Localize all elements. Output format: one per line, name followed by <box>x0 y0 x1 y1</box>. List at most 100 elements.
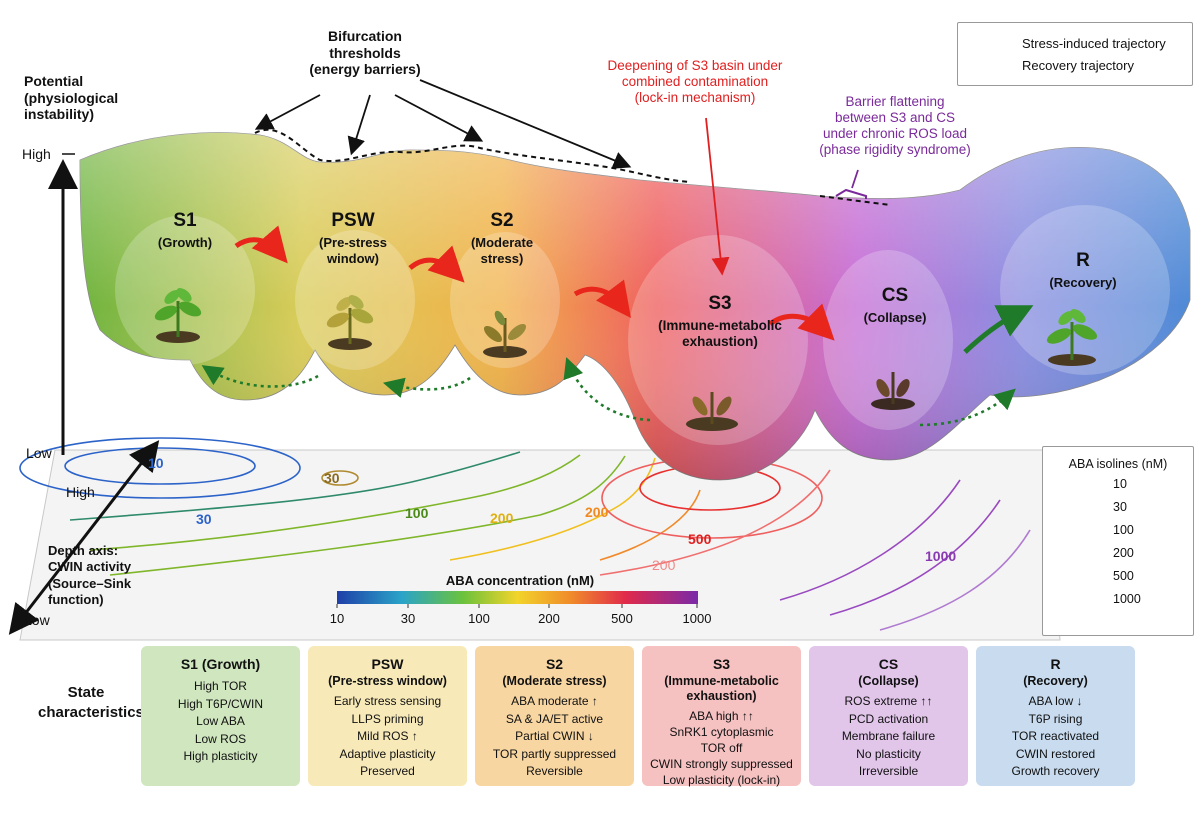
basin-cs-name: CS <box>881 285 909 306</box>
depth-title-line-2: CWIN activity <box>48 559 132 575</box>
card-cs-item: Irreversible <box>858 764 919 778</box>
trajectory-legend: Stress-induced trajectory Recovery traje… <box>957 22 1193 86</box>
isolines-title: ABA isolines (nM) <box>1068 457 1168 471</box>
basin-label-cs: CS (Collapse) <box>850 285 940 326</box>
state-label-line-1: State <box>67 684 105 701</box>
basin-label-s2: S2 (Moderate stress) <box>452 210 552 266</box>
card-s3-title-2: exhaustion) <box>686 689 757 703</box>
contour-label-200-c: 200 <box>652 557 676 573</box>
basin-r-name: R <box>1076 250 1090 271</box>
flattening-line-2: between S3 and CS <box>834 109 956 125</box>
contour-label-30-b: 30 <box>324 470 340 486</box>
depth-title-line-1: Depth axis: <box>48 543 119 558</box>
stress-arrow-s1-psw <box>234 225 288 264</box>
deepening-annotation: Deepening of S3 basin under combined con… <box>590 58 800 106</box>
landscape-shading <box>80 132 1190 480</box>
potential-axis-title: Potential (physiological instability) <box>24 73 118 123</box>
basin-label-r: R (Recovery) <box>1028 250 1138 291</box>
recovery-arrow-cs-r <box>963 305 1034 354</box>
barrier-ridge-dashed <box>254 128 691 183</box>
bifurcation-arrow-4 <box>419 79 632 169</box>
state-card-psw: PSW(Pre-stress window)Early stress sensi… <box>308 646 467 786</box>
colorbar-tick-1000: 1000 <box>682 611 712 626</box>
card-s2-item: SA & JA/ET active <box>505 711 604 726</box>
bifurcation-line-2: thresholds <box>329 44 401 61</box>
plant-healthy-s1 <box>154 288 202 343</box>
contour-label-10: 10 <box>148 455 164 471</box>
basin-s3-sub-2: exhaustion) <box>682 334 758 350</box>
basin-label-psw: PSW (Pre-stress window) <box>303 210 403 266</box>
basin-psw-name: PSW <box>331 210 375 231</box>
potential-title-line-2: (physiological <box>24 89 119 106</box>
plant-exhausted-s3 <box>686 392 738 431</box>
potential-title-line-3: instability) <box>24 106 95 123</box>
deepening-line-1: Deepening of S3 basin under <box>607 58 783 73</box>
card-s3-item: TOR off <box>700 741 743 755</box>
basin-s2-sub-1: (Moderate <box>470 235 534 251</box>
colorbar-gradient <box>337 591 698 604</box>
stress-arrow-s3-cs <box>768 303 835 341</box>
card-s3-item: SnRK1 cytoplasmic <box>669 725 774 739</box>
contour-label-100: 100 <box>405 505 429 521</box>
card-s2-item: TOR partly suppressed <box>492 746 617 761</box>
depth-high-label: High <box>66 484 95 500</box>
colorbar-tick-200: 200 <box>538 611 560 626</box>
bifurcation-arrow-3 <box>394 94 484 142</box>
card-s1-item: High plasticity <box>183 749 258 763</box>
contour-label-1000: 1000 <box>925 548 957 564</box>
contour-label-30-a: 30 <box>196 511 212 527</box>
return-arrows <box>201 357 1016 427</box>
card-cs-item: ROS extreme ↑↑ <box>844 694 933 708</box>
card-s1-item: High TOR <box>194 679 247 693</box>
flattening-arrow <box>851 169 859 189</box>
card-cs-title-0: CS <box>878 656 899 672</box>
basin-s1-name: S1 <box>173 210 197 231</box>
legend-recovery-label: Recovery trajectory <box>1022 58 1134 73</box>
state-card-cs: CS (Collapse) ROS extreme ↑↑ PCD activation… <box>809 646 968 786</box>
bifurcation-line-1: Bifurcation <box>328 28 402 44</box>
card-s3-item: Low plasticity (lock-in) <box>662 773 781 787</box>
bifurcation-arrow-1 <box>254 94 321 130</box>
isolines-legend: ABA isolines (nM) 10 30 100 200 500 1000 <box>1042 446 1194 636</box>
card-r-item: CWIN restored <box>1015 746 1096 761</box>
card-r-item: Growth recovery <box>1011 764 1100 778</box>
card-cs-item: No plasticity <box>856 746 921 761</box>
card-s3-title-0: S3 <box>712 656 731 672</box>
card-cs-title-1: (Collapse) <box>858 674 919 688</box>
card-r-item: T6P rising <box>1028 711 1083 726</box>
isoline-label-10: 10 <box>1113 477 1127 491</box>
isoline-label-200: 200 <box>1113 546 1134 560</box>
basin-s2-name: S2 <box>490 210 514 231</box>
basin-cs-sub: (Collapse) <box>863 310 927 326</box>
colorbar-tick-10: 10 <box>329 611 345 626</box>
card-s3-item: CWIN strongly suppressed <box>650 757 793 771</box>
deepening-line-3: (lock-in mechanism) <box>634 89 756 105</box>
card-cs-item: Membrane failure <box>841 729 936 743</box>
barrier-ridge-dashed-cs <box>819 195 891 206</box>
bifurcation-annotation: Bifurcation thresholds (energy barriers) <box>300 28 430 78</box>
basin-s3-sub-1: (Immune-metabolic <box>658 318 782 334</box>
isoline-label-1000: 1000 <box>1113 592 1141 606</box>
card-s3-title-1: (Immune-metabolic <box>664 674 779 688</box>
depth-axis <box>8 440 160 635</box>
deepening-line-2: combined contamination <box>621 73 769 89</box>
colorbar-tick-100: 100 <box>468 611 490 626</box>
stress-arrows <box>234 225 835 341</box>
colorbar-title: ABA concentration (nM) <box>445 573 595 588</box>
card-s3-item: ABA high ↑↑ <box>689 709 754 723</box>
state-characteristics-label: State characteristics <box>38 683 144 724</box>
return-arrow-s2-psw <box>382 376 471 398</box>
stress-arrow-s2-s3 <box>573 279 632 318</box>
card-s1-item: Low ROS <box>194 731 247 746</box>
flattening-line-4: (phase rigidity syndrome) <box>819 141 971 157</box>
contour-label-500: 500 <box>688 531 712 547</box>
stress-arrow-psw-s2 <box>408 245 465 283</box>
plant-recovered-r <box>1046 309 1098 366</box>
basin-s3-name: S3 <box>708 293 732 314</box>
flattening-line-3: under chronic ROS load <box>822 125 968 141</box>
card-cs-item: PCD activation <box>848 711 929 726</box>
